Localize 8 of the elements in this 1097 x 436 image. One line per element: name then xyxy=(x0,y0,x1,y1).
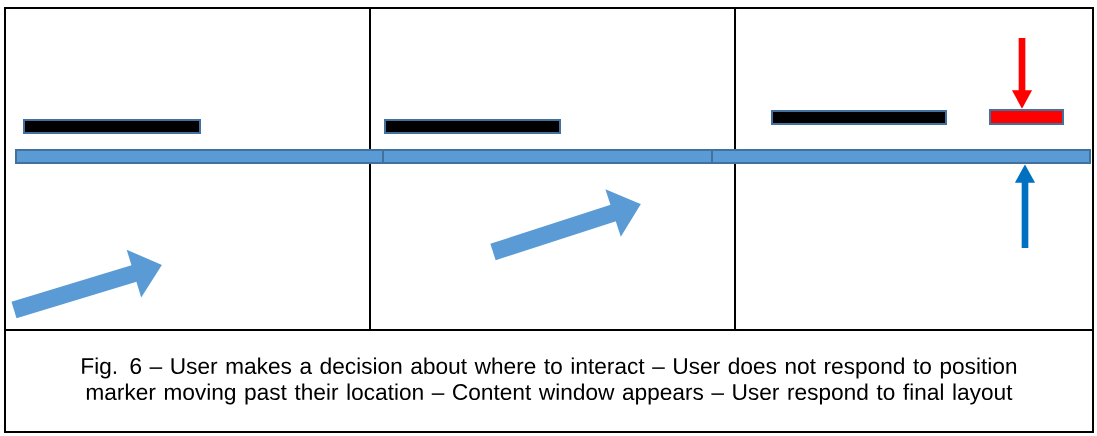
bar xyxy=(15,149,384,164)
bar xyxy=(23,119,201,134)
bar xyxy=(382,149,713,164)
bar xyxy=(384,119,561,134)
bar xyxy=(771,110,947,125)
bar xyxy=(711,149,1091,164)
caption: Fig. 6 – User makes a decision about where to interact – User does not respond to position marker moving past their location – Content window appears – User respond to final layout xyxy=(82,357,1017,405)
bar xyxy=(989,109,1064,125)
